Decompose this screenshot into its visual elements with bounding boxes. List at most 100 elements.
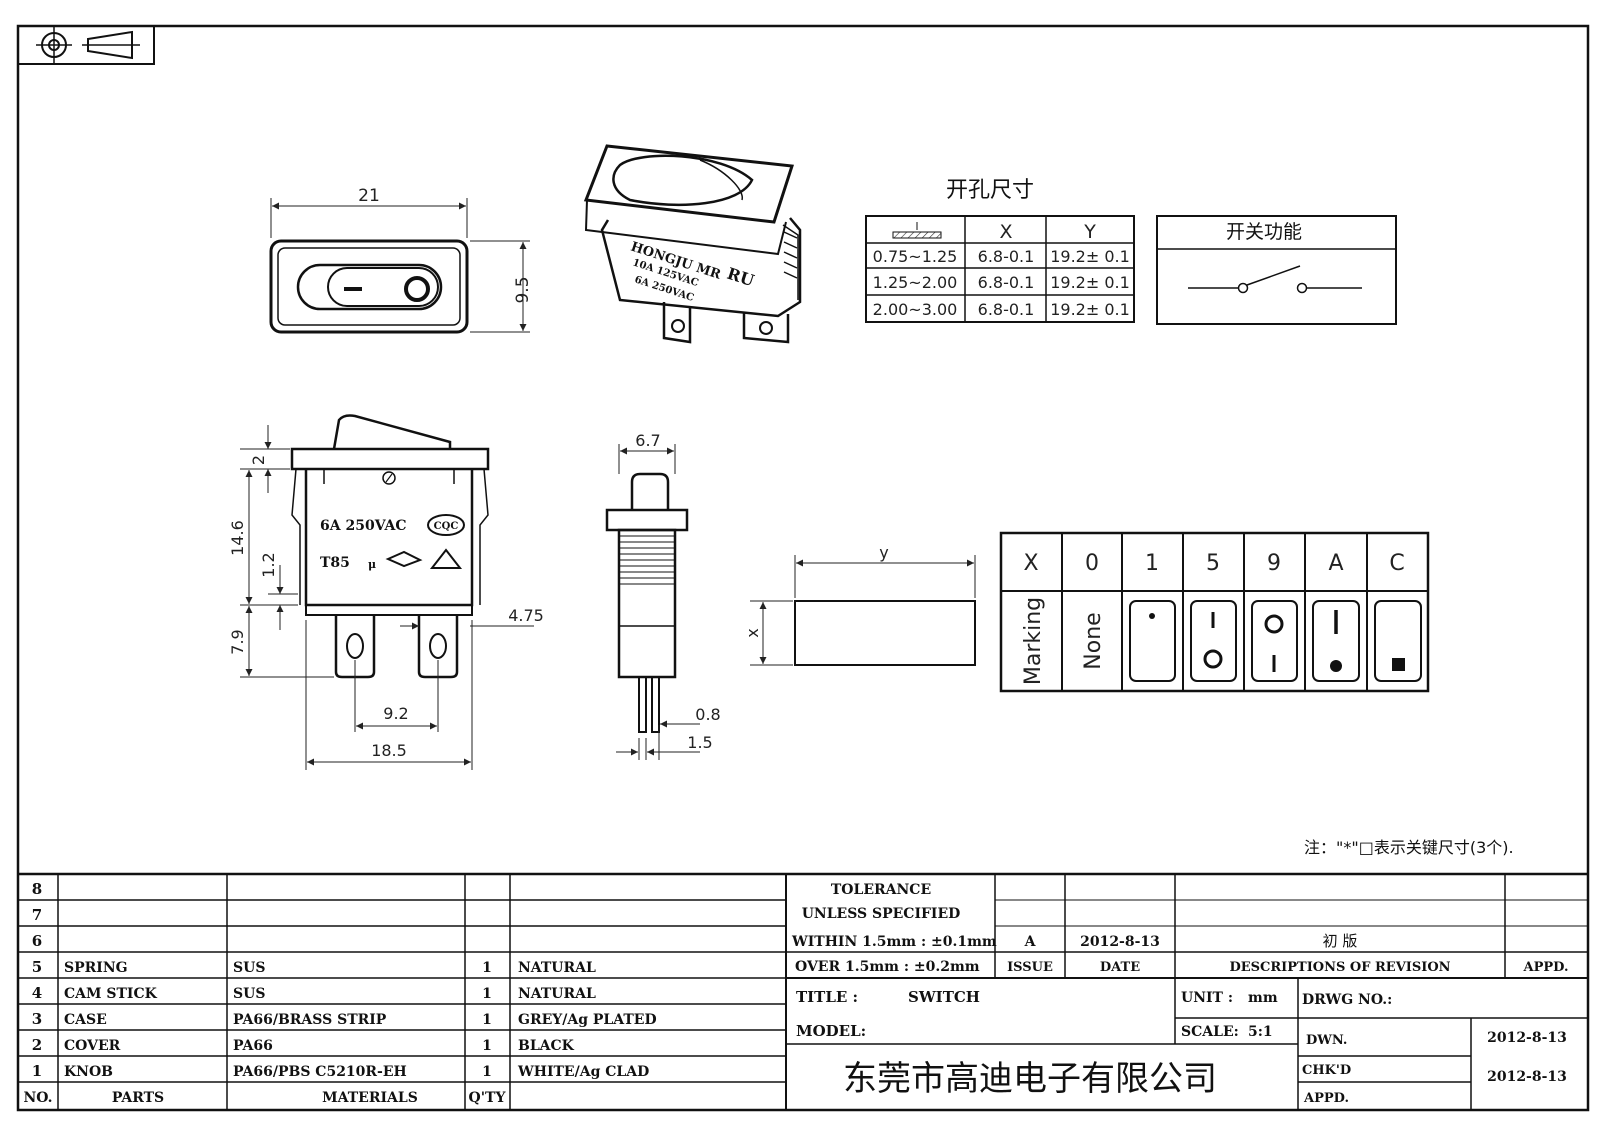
drawn-date: 2012-8-13 [1487, 1030, 1567, 1046]
bom-part: CAM STICK [64, 986, 158, 1002]
front-width-dim: 21 [358, 186, 380, 206]
isometric-view [583, 144, 802, 344]
bom-qty: 1 [482, 960, 492, 976]
drawing-number-label: DRWG NO.: [1302, 992, 1392, 1008]
cutout-cell: 19.2± 0.1 [1050, 273, 1130, 292]
unit-value: mm [1248, 990, 1278, 1006]
panel-cutout-view [750, 555, 976, 666]
bom-no: 1 [32, 1062, 42, 1080]
revision-value: 初 版 [1323, 932, 1358, 950]
marking-head-6: C [1389, 551, 1404, 576]
bom-row: 5 SPRING SUS 1 NATURAL [32, 958, 596, 976]
bom-no: 4 [32, 984, 42, 1002]
bom-header-materials: MATERIALS [322, 1090, 418, 1106]
triangle-cert-icon [429, 548, 463, 569]
cutout-cell: 6.8-0.1 [978, 247, 1035, 266]
end-width-dim: 6.7 [635, 431, 660, 450]
marking-head-3: 5 [1206, 551, 1220, 576]
bom-finish: NATURAL [518, 960, 596, 976]
bom-no: 7 [32, 906, 42, 924]
title-value: SWITCH [908, 988, 980, 1006]
bom-header-qty: Q'TY [469, 1090, 507, 1106]
cutout-cell: 19.2± 0.1 [1050, 247, 1130, 266]
bom-row: 3 CASE PA66/BRASS STRIP 1 GREY/Ag PLATED [32, 1010, 657, 1028]
company-name: 东莞市高迪电子有限公司 [843, 1059, 1217, 1099]
checked-label: CHK'D [1302, 1063, 1351, 1078]
date-label: DATE [1100, 960, 1140, 975]
marking-row-label: Marking [1021, 597, 1046, 685]
dim-terminal-width: 4.75 [508, 606, 544, 625]
bom-finish: BLACK [518, 1038, 575, 1054]
end-view-dimensions [616, 444, 700, 760]
bom-no: 6 [32, 932, 42, 950]
bom-row: 1 KNOB PA66/PBS C5210R-EH 1 WHITE/Ag CLA… [32, 1062, 649, 1080]
cqc-mark: CQC [434, 521, 459, 532]
bom-header-no: NO. [23, 1090, 52, 1106]
marking-head-1: 0 [1085, 551, 1099, 576]
bom-qty: 1 [482, 1038, 492, 1054]
bom-finish: NATURAL [518, 986, 596, 1002]
bom-finish: GREY/Ag PLATED [518, 1012, 657, 1028]
marking-head-5: A [1328, 551, 1343, 576]
bom-part: SPRING [64, 960, 128, 976]
sheet-border [16, 24, 1590, 1112]
bom-no: 8 [32, 880, 42, 898]
bom-row: 2 COVER PA66 1 BLACK [32, 1036, 575, 1054]
switch-function-box [1156, 215, 1397, 325]
title-block-grid [18, 872, 1588, 1110]
marking-none-label: None [1081, 612, 1106, 669]
front-view [269, 198, 530, 334]
bom-qty: 1 [482, 986, 492, 1002]
bom-material: SUS [233, 986, 265, 1002]
cutout-x-dim: x [743, 628, 762, 637]
bom-no: 3 [32, 1010, 42, 1028]
cutout-row: 0.75~1.25 6.8-0.1 19.2± 0.1 [873, 247, 1130, 266]
dim-pitch: 9.2 [383, 704, 408, 723]
issue-value: A [1024, 934, 1037, 950]
dim-top: 2 [249, 455, 268, 465]
bom-part: KNOB [64, 1064, 113, 1080]
spst-switch-symbol-icon [1188, 265, 1362, 294]
unit-label: UNIT : [1181, 990, 1233, 1006]
cutout-cell: 6.8-0.1 [978, 300, 1035, 319]
tolerance-line-3: WITHIN 1.5mm : ±0.1mm [791, 934, 997, 950]
bom-qty: 1 [482, 1064, 492, 1080]
cutout-cell: 1.25~2.00 [873, 273, 958, 292]
cutout-table [865, 215, 1135, 323]
iso-cert-mark: RU [725, 264, 757, 291]
bom-qty: 1 [482, 1012, 492, 1028]
cutout-col-y: Y [1083, 221, 1096, 243]
projection-symbol-icon [17, 25, 155, 65]
revision-label: DESCRIPTIONS OF REVISION [1229, 960, 1450, 975]
bom-row: 7 [32, 906, 42, 924]
cert-mark-icon [385, 550, 423, 568]
marking-head-4: 9 [1267, 551, 1281, 576]
bom-part: CASE [64, 1012, 107, 1028]
marking-5-icon [1190, 600, 1237, 682]
marking-a-icon [1312, 600, 1360, 682]
appd-label: APPD. [1523, 960, 1569, 975]
tolerance-line-4: OVER 1.5mm : ±0.2mm [795, 959, 980, 975]
front-height-dim: 9.5 [513, 276, 533, 303]
cutout-cell: 0.75~1.25 [873, 247, 958, 266]
marking-9-icon [1251, 600, 1298, 682]
dim-mid: 1.2 [259, 552, 278, 577]
bom-material: PA66/PBS C5210R-EH [233, 1064, 407, 1080]
scale-label: SCALE: [1181, 1024, 1239, 1040]
side-view-dimensions [240, 425, 534, 770]
key-dimension-note: 注："*"□表示关键尺寸(3个). [1304, 838, 1514, 857]
bom-header: NO. PARTS MATERIALS Q'TY [23, 1090, 506, 1106]
cutout-cell: 6.8-0.1 [978, 273, 1035, 292]
bom-row: 6 [32, 932, 42, 950]
tolerance-line-2: UNLESS SPECIFIED [802, 906, 961, 922]
side-rating: 6A 250VAC [320, 518, 406, 534]
cutout-y-dim: y [879, 543, 888, 562]
side-mu: μ [368, 558, 376, 571]
cutout-col-x: X [999, 221, 1012, 243]
dim-height: 14.6 [228, 520, 247, 556]
bom-finish: WHITE/Ag CLAD [517, 1064, 649, 1080]
bom-no: 5 [32, 958, 42, 976]
bom-part: COVER [64, 1038, 121, 1054]
